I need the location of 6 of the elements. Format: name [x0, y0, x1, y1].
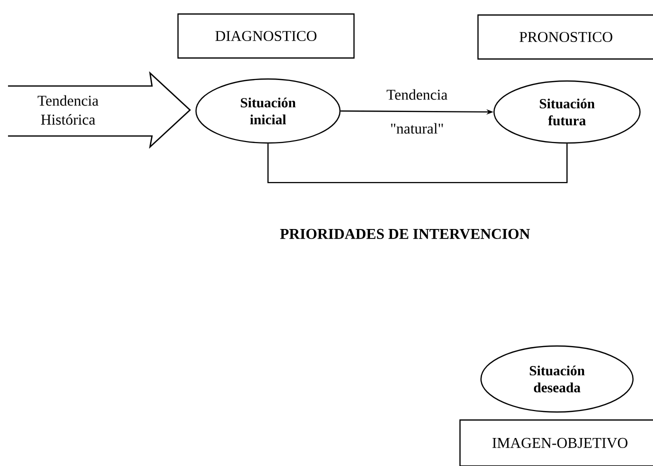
connector [267, 144, 568, 184]
label-box: DIAGNOSTICO [177, 13, 355, 59]
label-box: IMAGEN-OBJETIVO [459, 419, 653, 466]
heading: PRIORIDADES DE INTERVENCION [280, 228, 530, 240]
edge-label: Tendencia "natural" [386, 89, 448, 134]
label-box: PRONOSTICO [477, 14, 653, 60]
